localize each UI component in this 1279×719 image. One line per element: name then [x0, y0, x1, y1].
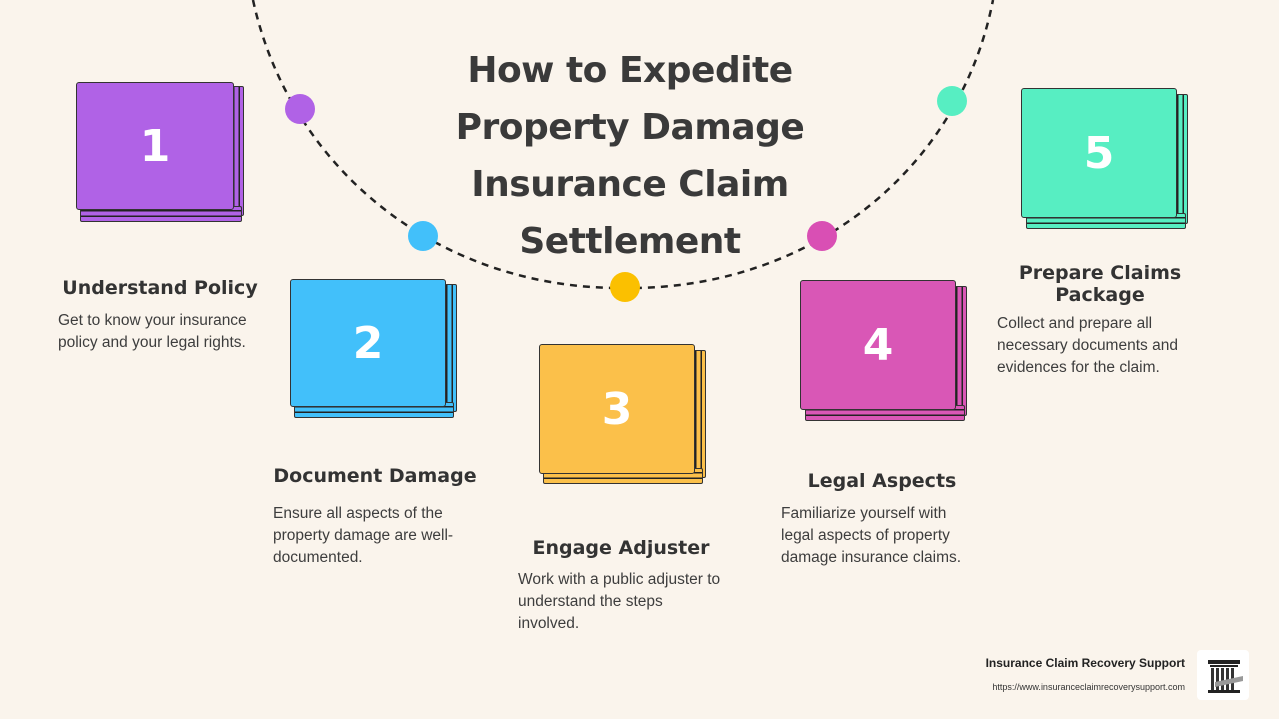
brand-url: https://www.insuranceclaimrecoverysuppor… — [992, 682, 1185, 692]
step-5-box: 5 — [1021, 88, 1177, 218]
step-1-box-bottom — [80, 206, 242, 222]
step-2-heading: Document Damage — [273, 465, 477, 487]
step-3-heading: Engage Adjuster — [532, 537, 710, 559]
arc-dot-2 — [408, 221, 438, 251]
step-5-heading: Prepare Claims Package — [1018, 262, 1182, 306]
step-4-heading: Legal Aspects — [807, 470, 957, 492]
step-3-box: 3 — [539, 344, 695, 474]
step-5-description: Collect and prepare all necessary docume… — [997, 315, 1178, 376]
step-4-box: 4 — [800, 280, 956, 410]
arc-dot-1 — [285, 94, 315, 124]
step-2-number: 2 — [352, 317, 384, 369]
step-2-description: Ensure all aspects of the property damag… — [273, 505, 454, 566]
step-5-number: 5 — [1083, 127, 1115, 179]
step-4-number: 4 — [862, 319, 894, 371]
step-1-heading: Understand Policy — [62, 277, 258, 299]
arc-dot-3 — [610, 272, 640, 302]
step-1-box: 1 — [76, 82, 234, 210]
step-3-description: Work with a public adjuster to understan… — [518, 571, 721, 632]
step-4-description: Familiarize yourself with legal aspects … — [781, 505, 962, 566]
arc-dot-4 — [807, 221, 837, 251]
column-pillar-icon — [1208, 660, 1243, 693]
page-title: How to Expedite Property Damage Insuranc… — [455, 50, 805, 262]
step-3-number: 3 — [601, 383, 633, 435]
step-1-number: 1 — [139, 120, 171, 172]
step-1-description: Get to know your insurance policy and yo… — [58, 312, 247, 351]
brand-logo — [1197, 650, 1249, 700]
brand-name: Insurance Claim Recovery Support — [985, 656, 1185, 670]
arc-dot-5 — [937, 86, 967, 116]
step-2-box: 2 — [290, 279, 446, 407]
